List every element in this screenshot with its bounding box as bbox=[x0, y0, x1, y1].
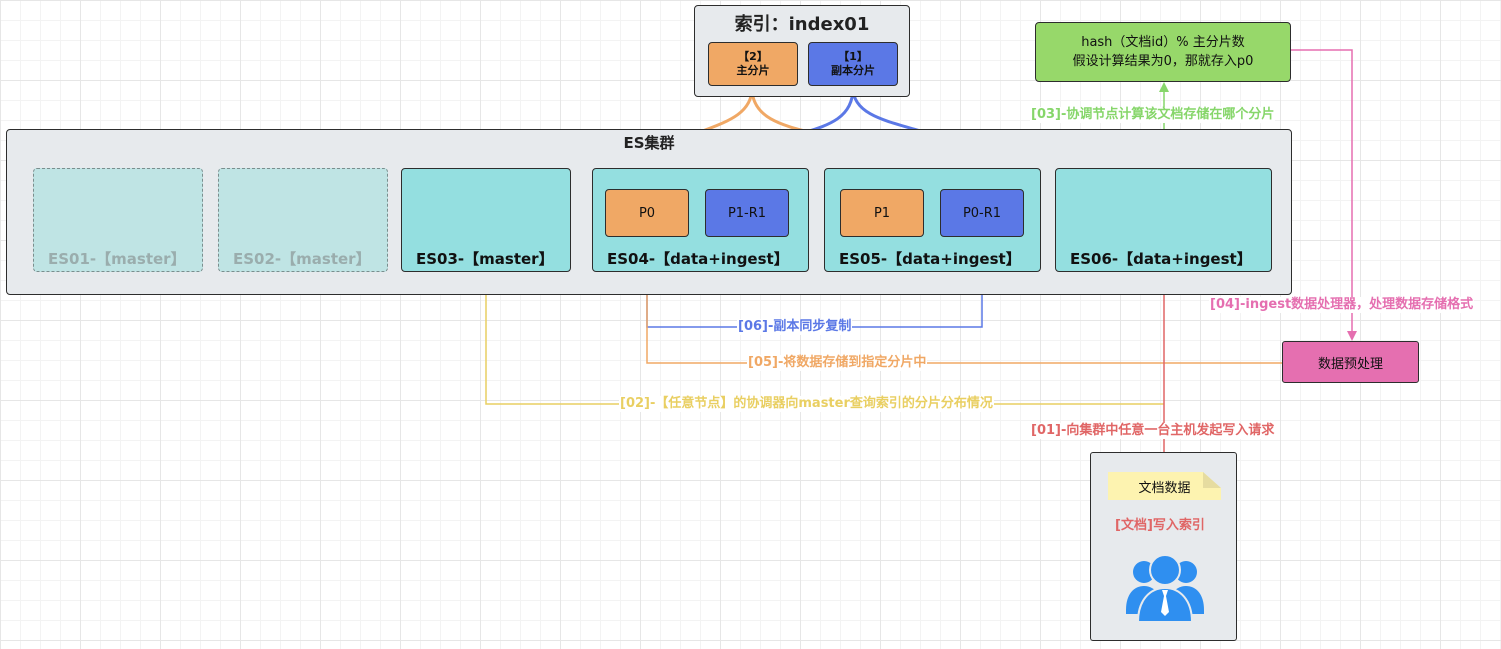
hash-box-line2: 假设计算结果为0，那就存入p0 bbox=[1072, 54, 1254, 69]
step01-label: [01]-向集群中任意一台主机发起写入请求 bbox=[1030, 423, 1276, 439]
note-shape-icon bbox=[1108, 472, 1221, 500]
node-es03[interactable]: ES03-【master】 bbox=[401, 168, 571, 272]
index-replica-shard[interactable]: 【1】 副本分片 bbox=[808, 42, 898, 86]
index-primary-label: 主分片 bbox=[736, 64, 770, 77]
node-es01[interactable]: ES01-【master】 bbox=[33, 168, 203, 272]
shard-es05-p1[interactable]: P1 bbox=[840, 189, 924, 237]
client-write-label: [文档]写入索引 bbox=[1114, 518, 1206, 534]
index-panel: 索引：index01 【2】 主分片 【1】 副本分片 bbox=[694, 5, 910, 97]
index-primary-count: 【2】 bbox=[738, 50, 768, 63]
preprocess-label: 数据预处理 bbox=[1317, 356, 1383, 372]
index-primary-shard[interactable]: 【2】 主分片 bbox=[708, 42, 798, 86]
node-es01-label: ES01-【master】 bbox=[48, 250, 186, 268]
step02-label: [02]-【任意节点】的协调器向master查询索引的分片分布情况 bbox=[619, 396, 994, 412]
index-replica-label: 副本分片 bbox=[831, 64, 875, 77]
cluster-title: ES集群 bbox=[623, 134, 675, 152]
edge-step04 bbox=[1291, 49, 1357, 341]
hash-box[interactable]: hash（文档id）% 主分片数 假设计算结果为0，那就存入p0 bbox=[1035, 22, 1291, 82]
shard-es04-p1-r1[interactable]: P1-R1 bbox=[705, 189, 789, 237]
document-note[interactable]: 文档数据 bbox=[1108, 472, 1221, 500]
node-es06[interactable]: ES06-【data+ingest】 bbox=[1055, 168, 1272, 272]
index-replica-count: 【1】 bbox=[838, 50, 868, 63]
hash-box-line1: hash（文档id）% 主分片数 bbox=[1081, 35, 1245, 50]
step04-label: [04]-ingest数据处理器，处理数据存储格式 bbox=[1209, 297, 1475, 313]
node-es02[interactable]: ES02-【master】 bbox=[218, 168, 388, 272]
step05-label: [05]-将数据存储到指定分片中 bbox=[747, 355, 928, 371]
step03-label: [03]-协调节点计算该文档存储在哪个分片 bbox=[1030, 107, 1276, 123]
node-es06-label: ES06-【data+ingest】 bbox=[1070, 250, 1252, 268]
step06-label: [06]-副本同步复制 bbox=[737, 319, 853, 335]
preprocess-box[interactable]: 数据预处理 bbox=[1282, 341, 1419, 383]
node-es02-label: ES02-【master】 bbox=[233, 250, 371, 268]
shard-es04-p0[interactable]: P0 bbox=[605, 189, 689, 237]
index-title: 索引：index01 bbox=[734, 14, 870, 35]
node-es03-label: ES03-【master】 bbox=[416, 250, 554, 268]
node-es05-label: ES05-【data+ingest】 bbox=[839, 250, 1021, 268]
shard-es05-p0-r1[interactable]: P0-R1 bbox=[940, 189, 1024, 237]
node-es04-label: ES04-【data+ingest】 bbox=[607, 250, 789, 268]
users-icon bbox=[1126, 554, 1204, 623]
document-note-label: 文档数据 bbox=[1138, 481, 1191, 496]
